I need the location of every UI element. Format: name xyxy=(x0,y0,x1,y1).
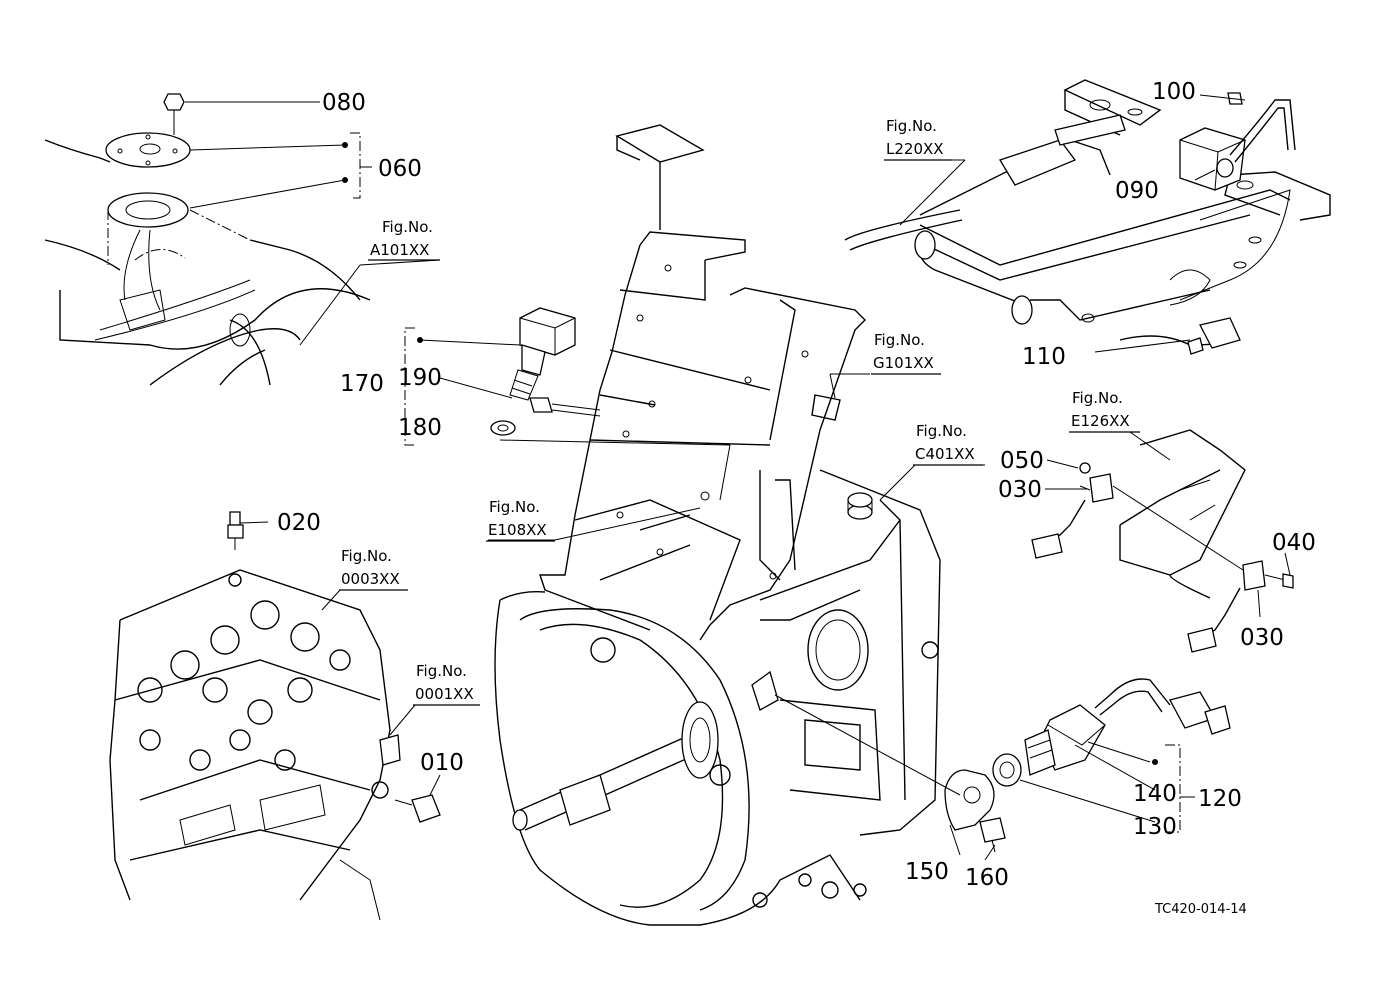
part-labels: 080 060 100 090 110 170 190 180 050 030 … xyxy=(277,79,1316,891)
svg-text:Fig.No.: Fig.No. xyxy=(416,662,467,680)
svg-text:Fig.No.: Fig.No. xyxy=(1072,389,1123,407)
svg-text:G101XX: G101XX xyxy=(873,354,934,372)
part-label-150: 150 xyxy=(905,859,949,885)
part-label-180: 180 xyxy=(398,415,442,441)
part-label-190: 190 xyxy=(398,365,442,391)
svg-text:Fig.No.: Fig.No. xyxy=(886,117,937,135)
seat-switch-assembly xyxy=(844,79,1331,355)
fig-ref-g101: Fig.No. G101XX xyxy=(871,331,941,375)
steering-frame xyxy=(499,124,866,641)
part-label-090: 090 xyxy=(1115,178,1159,204)
fig-ref-c401: Fig.No. C401XX xyxy=(913,422,983,466)
svg-text:E126XX: E126XX xyxy=(1071,412,1130,430)
part-label-100: 100 xyxy=(1152,79,1196,105)
svg-text:Fig.No.: Fig.No. xyxy=(382,218,433,236)
part-label-110: 110 xyxy=(1022,344,1066,370)
part-label-120: 120 xyxy=(1198,786,1242,812)
svg-text:Fig.No.: Fig.No. xyxy=(341,547,392,565)
svg-text:L220XX: L220XX xyxy=(886,140,944,158)
engine-head xyxy=(109,511,441,921)
part-label-080: 080 xyxy=(322,90,366,116)
part-label-160: 160 xyxy=(965,865,1009,891)
neutral-switch-assembly xyxy=(774,678,1231,853)
part-label-030-upper: 030 xyxy=(998,477,1042,503)
fig-ref-0001: Fig.No. 0001XX xyxy=(413,662,480,706)
fig-ref-e126: Fig.No. E126XX xyxy=(1069,389,1140,433)
figure-references: Fig.No. A101XX Fig.No. L220XX Fig.No. G1… xyxy=(339,117,1140,706)
leader-lines xyxy=(185,94,1291,861)
transmission-housing xyxy=(494,469,941,926)
part-label-060: 060 xyxy=(378,156,422,182)
part-label-140: 140 xyxy=(1133,781,1177,807)
part-label-040: 040 xyxy=(1272,530,1316,556)
switch-assembly-170 xyxy=(490,307,576,436)
drawing-number: TC420-014-14 xyxy=(1154,902,1247,917)
part-label-030-lower: 030 xyxy=(1240,625,1284,651)
part-label-170: 170 xyxy=(340,371,384,397)
svg-text:0003XX: 0003XX xyxy=(341,570,400,588)
svg-text:Fig.No.: Fig.No. xyxy=(874,331,925,349)
fuel-tank-assembly xyxy=(44,93,371,386)
svg-text:0001XX: 0001XX xyxy=(415,685,474,703)
fig-ref-e108: Fig.No. E108XX xyxy=(486,498,555,542)
svg-text:C401XX: C401XX xyxy=(915,445,975,463)
part-label-130: 130 xyxy=(1133,814,1177,840)
part-label-050: 050 xyxy=(1000,448,1044,474)
svg-text:Fig.No.: Fig.No. xyxy=(489,498,540,516)
svg-text:A101XX: A101XX xyxy=(370,241,429,259)
part-label-010: 010 xyxy=(420,750,464,776)
svg-text:E108XX: E108XX xyxy=(488,521,547,539)
svg-text:Fig.No.: Fig.No. xyxy=(916,422,967,440)
part-label-020: 020 xyxy=(277,510,321,536)
fig-ref-a101: Fig.No. A101XX xyxy=(368,218,440,261)
fig-ref-0003: Fig.No. 0003XX xyxy=(339,547,408,591)
fig-ref-l220: Fig.No. L220XX xyxy=(884,117,952,161)
pedal-switch-assembly xyxy=(1031,429,1294,653)
